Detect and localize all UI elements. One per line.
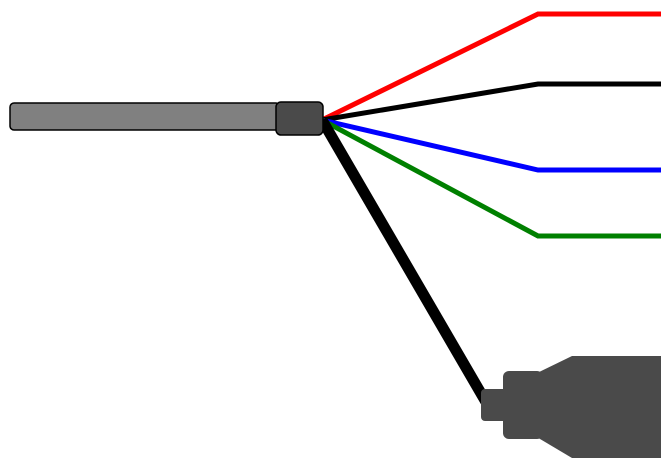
drain-plug-body (535, 356, 661, 458)
drain-wire (317, 117, 491, 405)
black-wire (321, 81, 661, 123)
drain-plug-tip (481, 389, 508, 421)
blue-wire (321, 117, 661, 173)
red-wire (320, 11, 661, 123)
drain-plug-collar (503, 371, 543, 439)
cable-connector (275, 101, 324, 136)
cable-jacket (9, 102, 281, 131)
green-wire (320, 117, 661, 239)
drain-plug (481, 356, 661, 458)
